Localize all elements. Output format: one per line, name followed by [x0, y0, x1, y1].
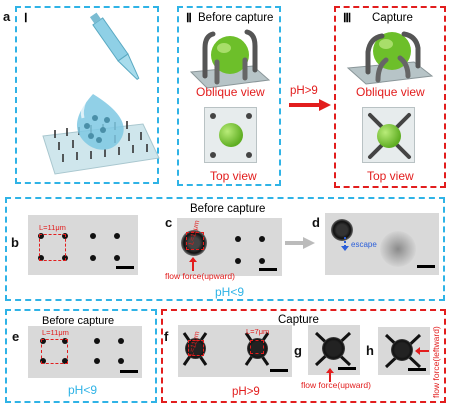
scale-bar — [338, 367, 356, 370]
green-sphere — [377, 124, 401, 148]
panel-e-micrograph: L=11μm — [28, 326, 142, 378]
panel-d-label: d — [312, 215, 320, 230]
stage-2-box — [177, 6, 281, 186]
size-label: L=11μm — [42, 328, 69, 337]
ph-arrow-label: pH>9 — [290, 85, 318, 97]
pillar-dot — [246, 113, 252, 119]
top-view-label-1: Top view — [210, 169, 257, 183]
panel-fgh-box — [161, 309, 446, 403]
pillar-dot — [38, 255, 44, 261]
stage-2-title: Before capture — [198, 12, 274, 24]
pillar-dot — [40, 358, 46, 364]
ph-label-e: pH<9 — [68, 383, 98, 397]
scale-bar — [417, 265, 435, 268]
measure-box — [41, 339, 68, 364]
scale-bar — [259, 268, 277, 271]
panel-b-micrograph: L=11μm — [28, 215, 138, 275]
pillar-dot — [94, 338, 100, 344]
pillar-dot — [210, 152, 216, 158]
down-dotted-arrow-icon — [341, 237, 349, 251]
capture-oblique-illustration — [346, 31, 434, 85]
panel-c-micrograph: L=11μm — [177, 218, 282, 276]
pillar-dot — [114, 255, 120, 261]
stage-2-numeral: Ⅱ — [186, 11, 192, 25]
pillar-dot — [246, 152, 252, 158]
capture-top-view — [362, 107, 415, 163]
left-arrow-icon — [415, 347, 429, 355]
pillar-dot — [62, 338, 68, 344]
flow-force-label-h: flow force(leftward) — [431, 326, 441, 398]
panel-e-label: e — [12, 329, 20, 344]
up-arrow-icon — [189, 257, 197, 271]
panel-g-label: g — [294, 343, 302, 358]
panel-h-label: h — [366, 343, 374, 358]
top-view-label-2: Top view — [367, 169, 414, 183]
pillar-dot — [40, 338, 46, 344]
scale-bar — [120, 370, 138, 373]
stage-1-box — [15, 6, 159, 184]
ph-label-bcd: pH<9 — [215, 285, 245, 299]
panel-c-label: c — [165, 215, 173, 230]
panel-f-label: f — [164, 329, 169, 344]
oblique-view-label-2: Oblique view — [356, 85, 425, 99]
captured-particle — [181, 230, 207, 256]
ph-label-fgh: pH>9 — [232, 386, 260, 398]
before-capture-oblique-illustration — [189, 29, 271, 89]
stage-1-numeral: Ⅰ — [24, 11, 28, 25]
pillar-dot — [210, 113, 216, 119]
pillar-dot — [235, 258, 241, 264]
blurred-particle — [380, 231, 416, 267]
panel-d-micrograph: escape — [325, 213, 439, 275]
stage-3-box — [334, 6, 446, 188]
panel-e-box — [5, 309, 157, 403]
measure-box — [188, 340, 204, 356]
panel-g-micrograph — [308, 325, 360, 375]
flow-force-label-c: flow force(upward) — [165, 271, 235, 281]
measure-box — [186, 232, 204, 250]
right-arrow-icon — [289, 99, 331, 111]
size-label: L=11μm — [39, 223, 66, 232]
up-arrow-icon — [326, 368, 334, 382]
pillar-dot — [235, 236, 241, 242]
panel-b-label: b — [11, 235, 19, 250]
captured-particle — [322, 337, 345, 360]
stage-3-numeral: Ⅲ — [343, 11, 352, 25]
panel-f-micrograph: L=11μm L=7μm — [178, 325, 292, 377]
panel-c-title: Before capture — [190, 203, 266, 215]
size-label: L=7μm — [246, 327, 270, 336]
pillar-dot — [259, 236, 265, 242]
panel-e-title: Before capture — [42, 315, 115, 327]
scale-bar — [408, 368, 426, 371]
captured-particle — [391, 339, 413, 361]
green-sphere — [219, 123, 243, 147]
oblique-view-label-1: Oblique view — [196, 85, 265, 99]
escaping-particle — [331, 219, 353, 241]
pillar-dot — [259, 258, 265, 264]
pillar-dot — [94, 358, 100, 364]
panel-fgh-title: Capture — [278, 314, 319, 326]
scale-bar — [270, 369, 288, 372]
bent-pillars-icon — [368, 113, 411, 159]
stage-3-title: Capture — [372, 12, 413, 24]
captured-particle — [185, 338, 206, 359]
pillar-dot — [114, 233, 120, 239]
before-capture-top-view — [204, 107, 257, 163]
panel-bcd-box — [5, 197, 445, 301]
pillar-dot — [62, 358, 68, 364]
measure-box — [39, 234, 66, 261]
pillar-dot — [118, 358, 124, 364]
flow-force-label-g: flow force(upward) — [301, 380, 371, 390]
droplet-on-pillars-illustration — [42, 12, 160, 175]
gray-arrow-icon — [285, 237, 315, 249]
panel-a-label: a — [3, 9, 11, 24]
scale-bar — [116, 266, 134, 269]
pillar-dot — [90, 233, 96, 239]
pillar-dot — [118, 338, 124, 344]
pillar-dot — [90, 255, 96, 261]
pillar-dot — [38, 233, 44, 239]
measure-box — [250, 340, 264, 354]
escape-label: escape — [351, 240, 377, 249]
